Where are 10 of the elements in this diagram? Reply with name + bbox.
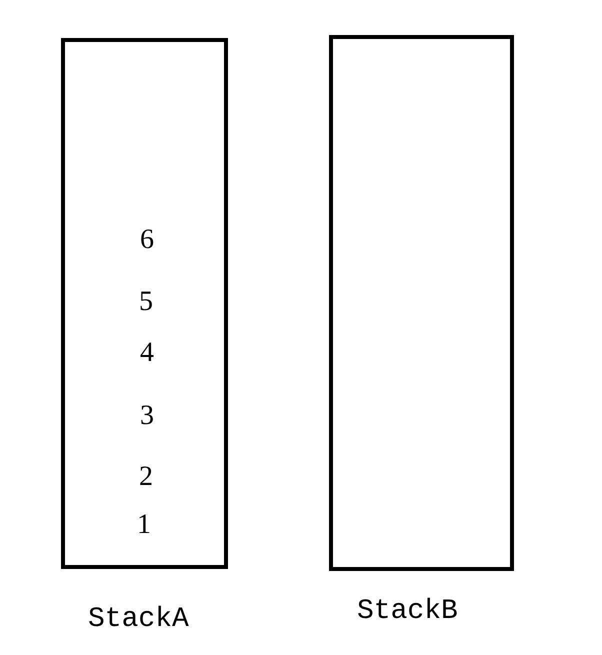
stack-item: 5 [139,288,153,316]
stack-item: 1 [137,511,151,539]
stack-item: 2 [139,463,153,491]
stack-caption: StackB [357,598,458,626]
stack-item: 4 [140,339,154,367]
stack-box [61,38,228,569]
stack-box [329,35,514,571]
stack-item: 6 [140,226,154,254]
stack-item: 3 [140,402,154,430]
stack-caption: StackA [88,606,189,634]
